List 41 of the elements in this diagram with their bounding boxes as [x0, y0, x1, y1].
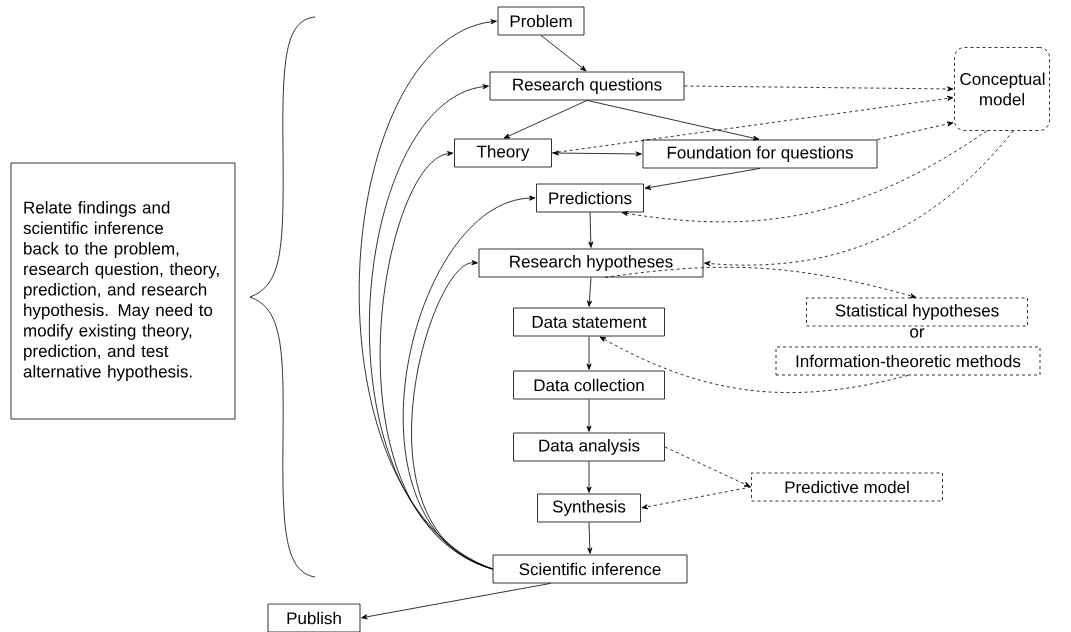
process-box: Foundation for questions: [642, 139, 878, 169]
arrow: [704, 130, 1014, 267]
process-box: Scientific inference: [492, 554, 688, 584]
process-box: Data statement: [513, 307, 665, 337]
arrow: [641, 486, 752, 510]
process-box: Research hypotheses: [478, 248, 704, 278]
dashed-box: Predictive model: [751, 472, 943, 502]
arrow: [664, 446, 751, 487]
process-box: Predictions: [536, 183, 644, 213]
arrow: [604, 266, 917, 299]
arrow: [540, 35, 587, 72]
process-box: Synthesis: [537, 493, 641, 523]
arrow: [586, 336, 592, 370]
process-box: Research questions: [489, 71, 685, 101]
process-box: Theory: [454, 138, 552, 168]
arrow: [586, 100, 760, 141]
arrow: [621, 130, 988, 223]
arrow: [684, 85, 954, 92]
arrow: [644, 168, 761, 190]
process-box: Publish: [267, 603, 361, 632]
dashed-box: Information-theoretic methods: [775, 346, 1041, 376]
arrow: [586, 461, 592, 493]
arrow: [877, 121, 954, 140]
arrow: [551, 95, 954, 154]
arrow: [586, 399, 592, 432]
process-box: Data collection: [513, 370, 665, 400]
arrow: [586, 277, 592, 307]
rounded-box: Conceptual model: [954, 47, 1050, 131]
arrow: [361, 583, 551, 620]
note-box: Relate findings and scientific inference back to the problem, research question, theory, prediction, and research hypothesis. May need to modify existing theory, prediction, and test alternative hypothesis.: [10, 162, 236, 420]
arrow: [411, 260, 493, 570]
process-box: Data analysis: [513, 432, 665, 462]
label-text: or: [910, 328, 925, 338]
arrow: [588, 212, 594, 248]
arrow: [503, 100, 588, 139]
process-box: Problem: [497, 6, 585, 36]
arrow: [587, 522, 593, 554]
arrow: [552, 150, 642, 157]
dashed-box: Statistical hypotheses: [806, 297, 1028, 327]
arrow: [359, 19, 497, 570]
arrow: [599, 336, 909, 393]
